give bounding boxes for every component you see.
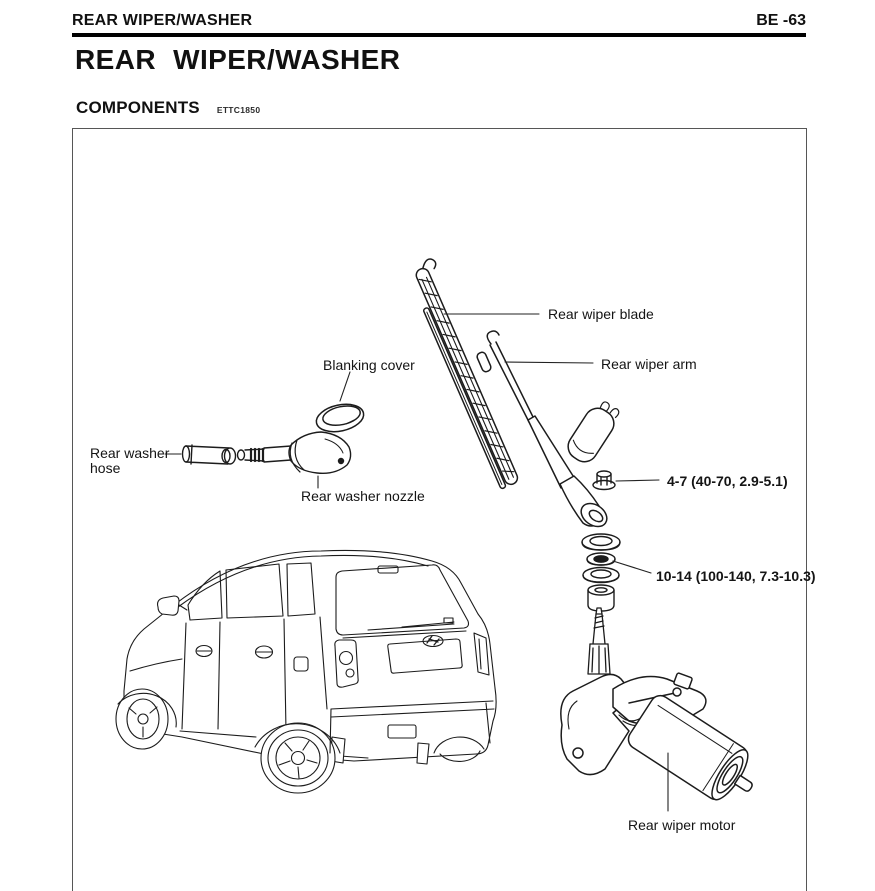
- front-fender-crease: [129, 658, 183, 672]
- motor-shaft-drawing: [587, 607, 611, 675]
- rear-wiper-blade-drawing: [415, 258, 519, 490]
- label-rear-washer-nozzle: Rear washer nozzle: [301, 488, 425, 504]
- car-body-silhouette: [123, 549, 497, 762]
- label-torque-pivot-nut: 10-14 (100-140, 7.3-10.3): [656, 568, 816, 584]
- rear-wiper-motor-drawing: [560, 672, 753, 801]
- page-title: REAR WIPER/WASHER: [75, 44, 401, 75]
- pivot-cap-drawing: [567, 401, 620, 463]
- leader-wiper-arm: [504, 361, 594, 364]
- rear-bumper: [329, 700, 495, 754]
- page-header: REAR WIPER/WASHER BE -63: [72, 12, 806, 30]
- motor-body: [627, 694, 753, 801]
- pivot-washer-stack-drawing: [581, 533, 621, 612]
- label-rear-wiper-arm: Rear wiper arm: [601, 356, 697, 372]
- taillight-right: [473, 632, 490, 676]
- leader-blanking-cover: [339, 371, 351, 402]
- door-cut-lines: [181, 616, 328, 732]
- section-heading: COMPONENTS: [76, 98, 200, 117]
- label-rear-wiper-blade: Rear wiper blade: [548, 306, 654, 322]
- section-row: COMPONENTS ETTC1850: [76, 98, 260, 118]
- rocker-line: [179, 730, 369, 759]
- front-door-handle: [195, 644, 213, 658]
- side-mirror: [157, 595, 180, 616]
- label-rear-wiper-motor: Rear wiper motor: [628, 817, 736, 833]
- washer-hose-drawing: [181, 444, 237, 465]
- front-left-wheel: [115, 688, 169, 750]
- label-torque-arm-nut: 4-7 (40-70, 2.9-5.1): [667, 473, 788, 489]
- wheel-arches: [117, 692, 341, 754]
- quarter-glass: [286, 562, 316, 617]
- blade-clip: [476, 351, 492, 373]
- leader-lines: [164, 313, 669, 812]
- car-illustration: [115, 549, 497, 794]
- roof-trim: [377, 565, 399, 574]
- taillight-left: [334, 639, 359, 688]
- rear-left-wheel: [260, 722, 336, 794]
- header-rule: [72, 33, 806, 37]
- label-rear-washer-hose: Rear washer hose: [90, 445, 170, 476]
- figure-code: ETTC1850: [216, 105, 261, 115]
- fuel-lid: [293, 656, 309, 672]
- rear-window: [335, 564, 470, 636]
- rear-right-wheel: [433, 736, 485, 763]
- components-diagram: [115, 258, 753, 812]
- blanking-cover-drawing: [315, 403, 365, 433]
- leader-torque-pivot: [612, 560, 652, 574]
- rear-wiper-arm-drawing: [486, 330, 608, 528]
- rear-door-glass: [225, 563, 284, 619]
- label-blanking-cover: Blanking cover: [323, 357, 415, 373]
- arm-nut-drawing: [592, 470, 616, 491]
- components-figure: Rear wiper blade Rear wiper arm Blanking…: [72, 128, 816, 891]
- leader-torque-arm-nut: [615, 479, 660, 482]
- running-title: REAR WIPER/WASHER: [72, 12, 253, 29]
- roof-line: [177, 554, 429, 608]
- washer-nozzle-drawing: [236, 431, 352, 475]
- front-door-glass: [187, 570, 223, 621]
- page-number: BE -63: [756, 12, 806, 29]
- license-recess: [387, 638, 463, 674]
- hatch-line: [342, 630, 467, 639]
